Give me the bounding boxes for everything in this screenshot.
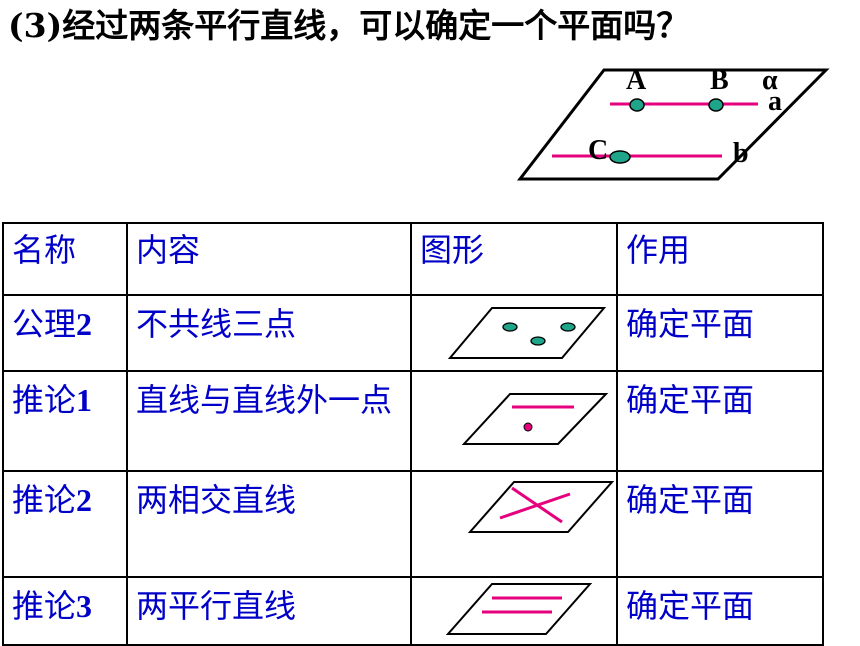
header-name: 名称 (2, 222, 128, 296)
point-c-dot (609, 150, 631, 164)
row-content: 两相交直线 (126, 470, 412, 578)
row-content: 直线与直线外一点 (126, 370, 412, 472)
row-figure (410, 370, 618, 472)
row-name: 推论2 (2, 470, 128, 578)
three-points-plane-figure (447, 307, 607, 359)
point-a-label: A (626, 65, 647, 96)
line-b-label: b (733, 138, 749, 169)
question-title: (3)经过两条平行直线，可以确定一个平面吗？ (8, 6, 690, 45)
header-content: 内容 (126, 222, 412, 296)
properties-table: 名称 内容 图形 作用 公理2 不共线三点 确定平面 推论1 直线与直线外一点 (2, 222, 824, 646)
point-b-dot (708, 98, 724, 112)
row-content: 不共线三点 (126, 294, 412, 372)
row-figure (410, 470, 618, 578)
row-role: 确定平面 (616, 294, 824, 372)
header-figure: 图形 (410, 222, 618, 296)
intersecting-lines-plane-figure (467, 481, 615, 533)
table-row: 推论2 两相交直线 确定平面 (2, 470, 824, 578)
point-b-label: B (710, 65, 729, 96)
table-row: 推论1 直线与直线外一点 确定平面 (2, 370, 824, 472)
row-name: 推论3 (2, 576, 128, 646)
row-role: 确定平面 (616, 470, 824, 578)
line-a-label: a (768, 86, 782, 117)
row-name: 推论1 (2, 370, 128, 472)
line-and-point-plane-figure (461, 393, 609, 445)
plane-alpha-label: α (762, 65, 778, 96)
row-figure (410, 294, 618, 372)
header-role: 作用 (616, 222, 824, 296)
row-content: 两平行直线 (126, 576, 412, 646)
row-figure (410, 576, 618, 646)
table-row: 公理2 不共线三点 确定平面 (2, 294, 824, 372)
plane-alpha (516, 68, 830, 181)
parallel-lines-plane-diagram: A B α a C b (516, 65, 830, 181)
table-header-row: 名称 内容 图形 作用 (2, 222, 824, 296)
parallel-lines-plane-figure (445, 583, 593, 635)
row-name: 公理2 (2, 294, 128, 372)
table-row: 推论3 两平行直线 确定平面 (2, 576, 824, 646)
point-c-label: C (588, 135, 608, 166)
point-a-dot (629, 98, 645, 112)
row-role: 确定平面 (616, 576, 824, 646)
row-role: 确定平面 (616, 370, 824, 472)
